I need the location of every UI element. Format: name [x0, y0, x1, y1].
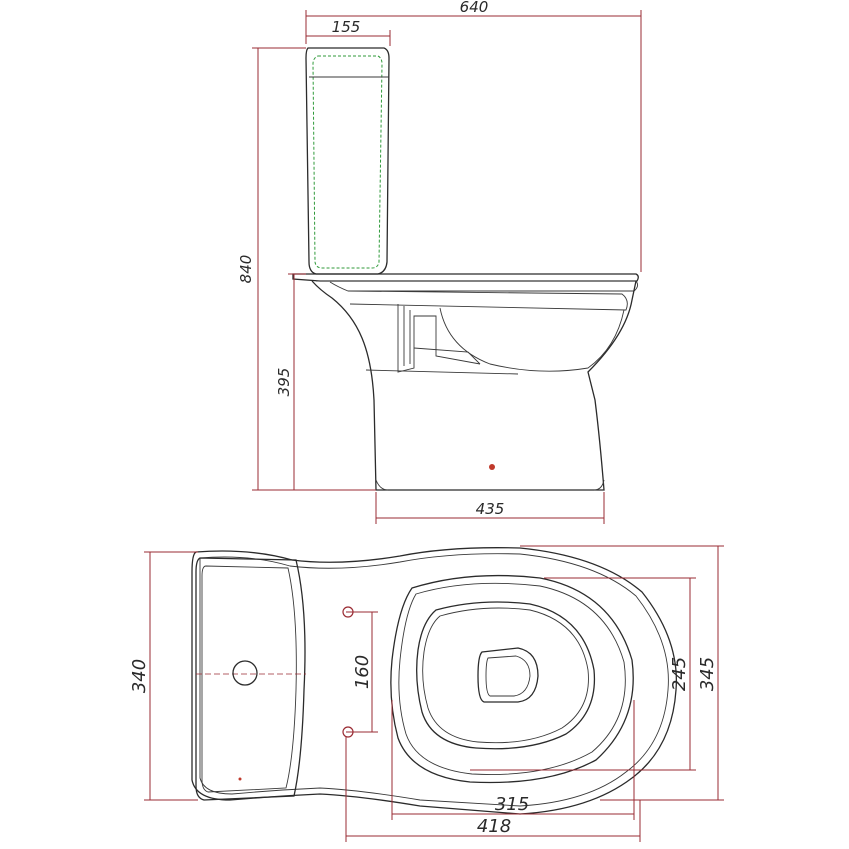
bowl-rim-outer: [390, 574, 634, 784]
dim-bowl-outer-length-label: 418: [477, 816, 511, 837]
dim-bowl-outer-width: 345: [520, 545, 724, 801]
dim-top-width: 340: [129, 551, 198, 801]
dim-base-length: 435: [375, 492, 605, 524]
cistern-inner-outline: [312, 55, 383, 269]
seat-lid: [292, 273, 639, 282]
bowl-outline: [311, 280, 637, 491]
dim-seat-height: 395: [275, 273, 306, 490]
floor-fixing-hole: [489, 464, 495, 470]
dim-bowl-inner-width: 245: [470, 577, 696, 771]
bowl-inner-top: [416, 601, 596, 750]
dim-total-height: 840: [237, 47, 376, 491]
dim-overall-width: 640: [305, 0, 642, 272]
dim-bowl-inner-width-label: 245: [669, 657, 690, 691]
dim-bowl-outer-length: 418: [345, 736, 641, 842]
side-view: 640 155 840 395 435: [237, 0, 642, 524]
seat: [316, 280, 639, 292]
cistern-top-outline: [195, 557, 306, 801]
body-outline-top: [191, 547, 678, 815]
dim-overall-width-label: 640: [460, 0, 489, 16]
cistern-outline: [305, 47, 390, 275]
dim-base-length-label: 435: [476, 500, 505, 518]
dim-fixing-spacing: 160: [346, 611, 378, 733]
dim-fixing-spacing-label: 160: [352, 655, 373, 689]
trapway: [397, 304, 481, 373]
dim-top-width-label: 340: [129, 659, 150, 693]
dim-bowl-inner-length: 315: [391, 700, 635, 820]
dim-total-height-label: 840: [237, 255, 255, 284]
dim-bowl-outer-width-label: 345: [697, 657, 718, 691]
dim-tank-depth: 155: [306, 18, 391, 46]
top-view: 340 160 245 345 315: [129, 545, 724, 842]
bowl-inner: [439, 307, 625, 372]
dim-seat-height-label: 395: [275, 368, 293, 397]
dim-tank-depth-label: 155: [332, 18, 361, 36]
bowl-outlet: [477, 647, 539, 703]
flush-button-hole: [232, 660, 258, 686]
dim-bowl-inner-length-label: 315: [495, 794, 529, 815]
